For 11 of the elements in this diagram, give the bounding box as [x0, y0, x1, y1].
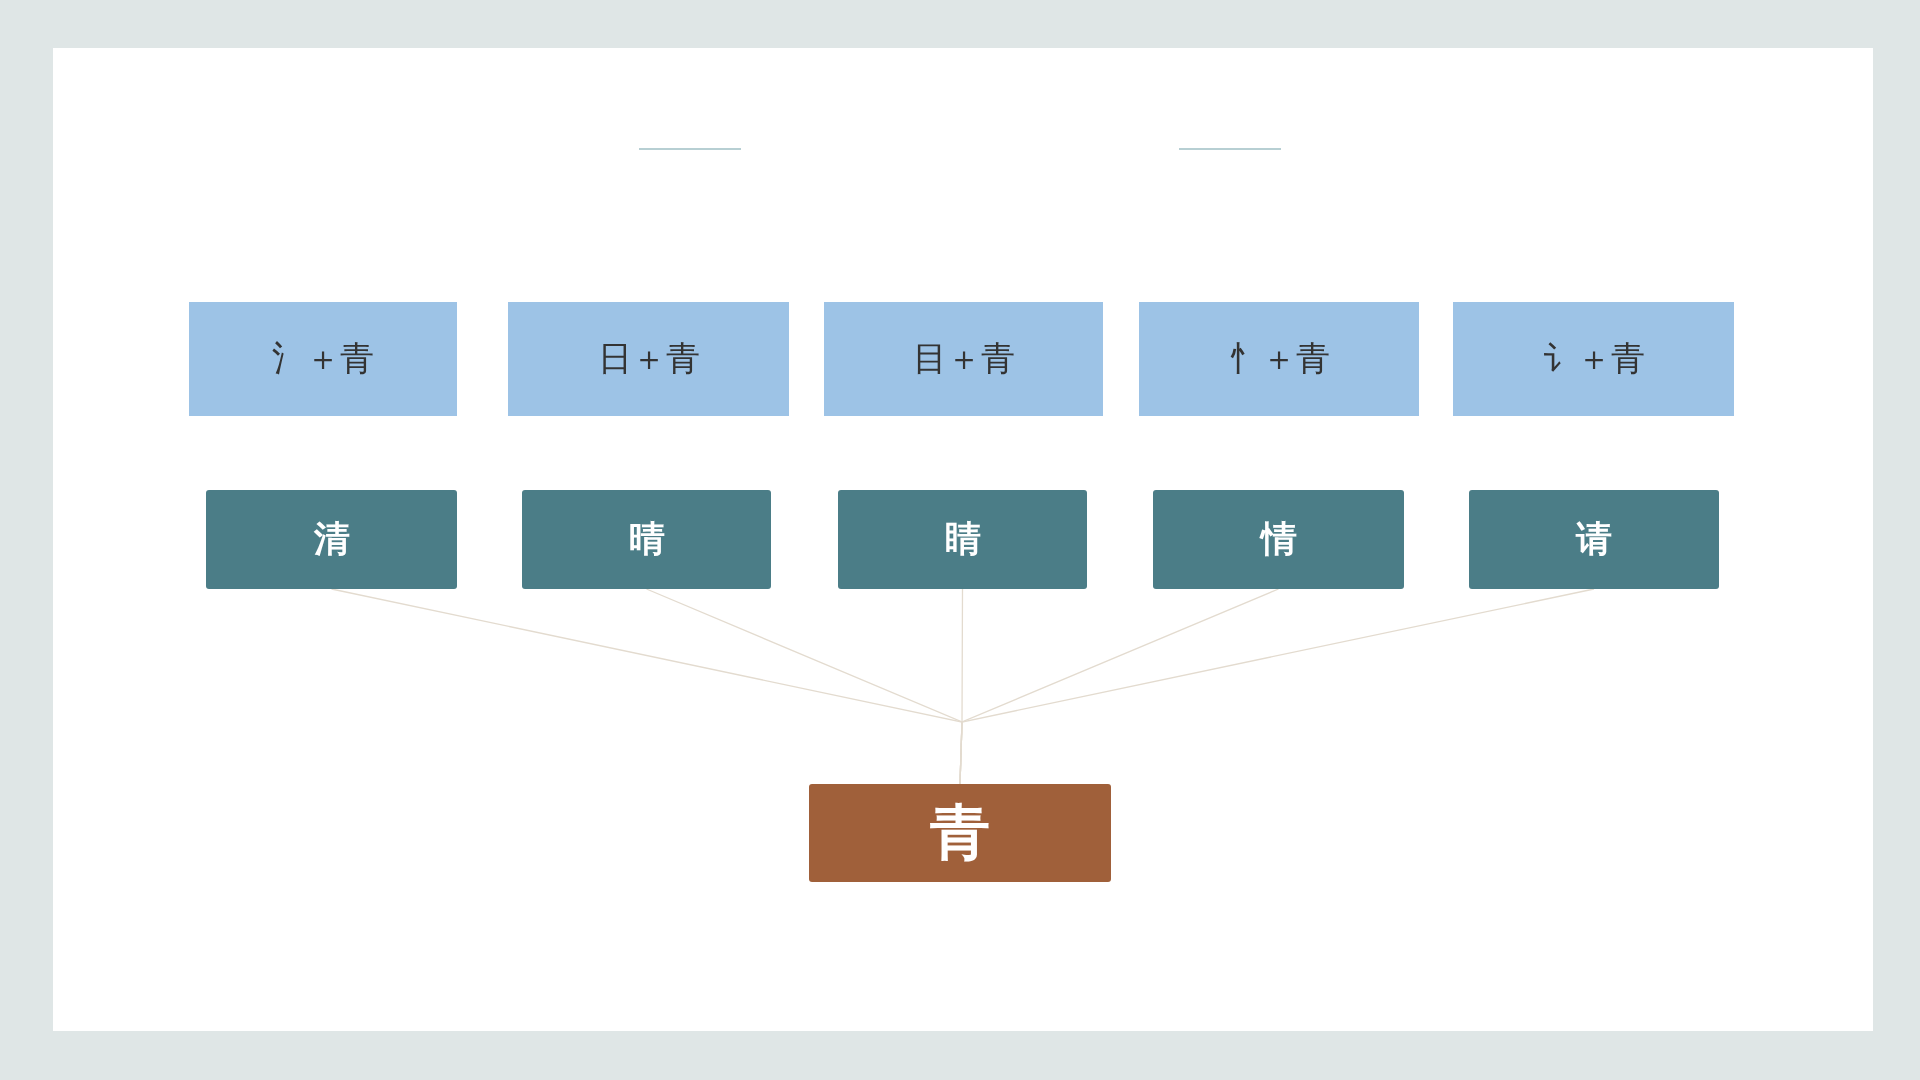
character-box: 情 [1153, 490, 1404, 589]
character-box: 晴 [522, 490, 771, 589]
root-character-box: 青 [809, 784, 1111, 882]
character-box: 请 [1469, 490, 1719, 589]
radical-box: 讠＋青 [1453, 302, 1734, 416]
radical-box: 日＋青 [508, 302, 789, 416]
character-box: 清 [206, 490, 457, 589]
radical-box: 目＋青 [824, 302, 1103, 416]
radical-box: 氵＋青 [189, 302, 457, 416]
character-box: 睛 [838, 490, 1087, 589]
radical-box: 忄＋青 [1139, 302, 1419, 416]
